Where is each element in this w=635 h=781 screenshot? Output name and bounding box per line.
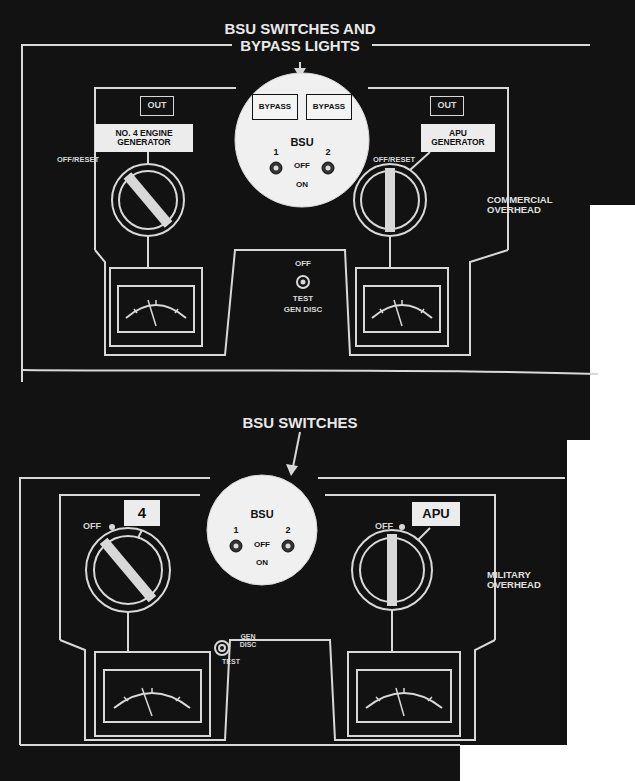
node-text: OUT xyxy=(148,101,167,111)
switch-position: GEN DISC xyxy=(284,306,323,315)
generator-label: 4 xyxy=(124,500,160,526)
node-text: APU xyxy=(422,507,449,521)
switch-position: 1 xyxy=(233,526,238,536)
switch-position: OFF xyxy=(375,522,393,532)
generator-label: NO. 4 ENGINE GENERATOR xyxy=(95,124,193,152)
callout-label: BSU SWITCHES xyxy=(200,415,400,432)
switch-position: TEST xyxy=(222,658,240,666)
out-light: OUT xyxy=(140,96,174,116)
panel-title: COMMERCIAL OVERHEAD xyxy=(487,195,577,216)
switch-position: 2 xyxy=(325,148,330,158)
switch-position: OFF/RESET xyxy=(373,156,415,164)
switch-position: ON xyxy=(296,181,308,190)
generator-label: APU GENERATOR xyxy=(421,124,495,152)
node-text: BSU xyxy=(250,508,273,520)
out-light: OUT xyxy=(430,96,464,116)
switch-position: TEST xyxy=(293,295,313,304)
switch-position: OFF xyxy=(254,541,270,550)
node-text: APU GENERATOR xyxy=(422,129,494,148)
node-text: BSU xyxy=(290,136,313,148)
switch-position: OFF xyxy=(295,260,311,269)
switch-position: OFF xyxy=(294,162,310,171)
switch-position: OFF/RESET xyxy=(57,156,99,164)
node-text: 4 xyxy=(138,505,146,522)
node-text: NO. 4 ENGINE GENERATOR xyxy=(96,129,192,148)
bsu-switch-panel: BSU xyxy=(206,474,318,586)
circle-outline xyxy=(206,474,318,586)
bypass-light: BYPASS xyxy=(306,94,352,120)
generator-label: APU xyxy=(412,502,460,526)
bypass-light: BYPASS xyxy=(252,94,298,120)
node-text: OUT xyxy=(438,101,457,111)
switch-position: ON xyxy=(256,559,268,568)
switch-position: OFF xyxy=(83,522,101,532)
callout-label: BSU SWITCHES AND BYPASS LIGHTS xyxy=(205,21,395,54)
node-text: BYPASS xyxy=(313,103,345,112)
panel-title: MILITARY OVERHEAD xyxy=(487,570,567,591)
switch-position: GEN DISC xyxy=(233,633,263,648)
node-text: BYPASS xyxy=(259,103,291,112)
switch-position: 2 xyxy=(285,526,290,536)
switch-position: 1 xyxy=(273,148,278,158)
